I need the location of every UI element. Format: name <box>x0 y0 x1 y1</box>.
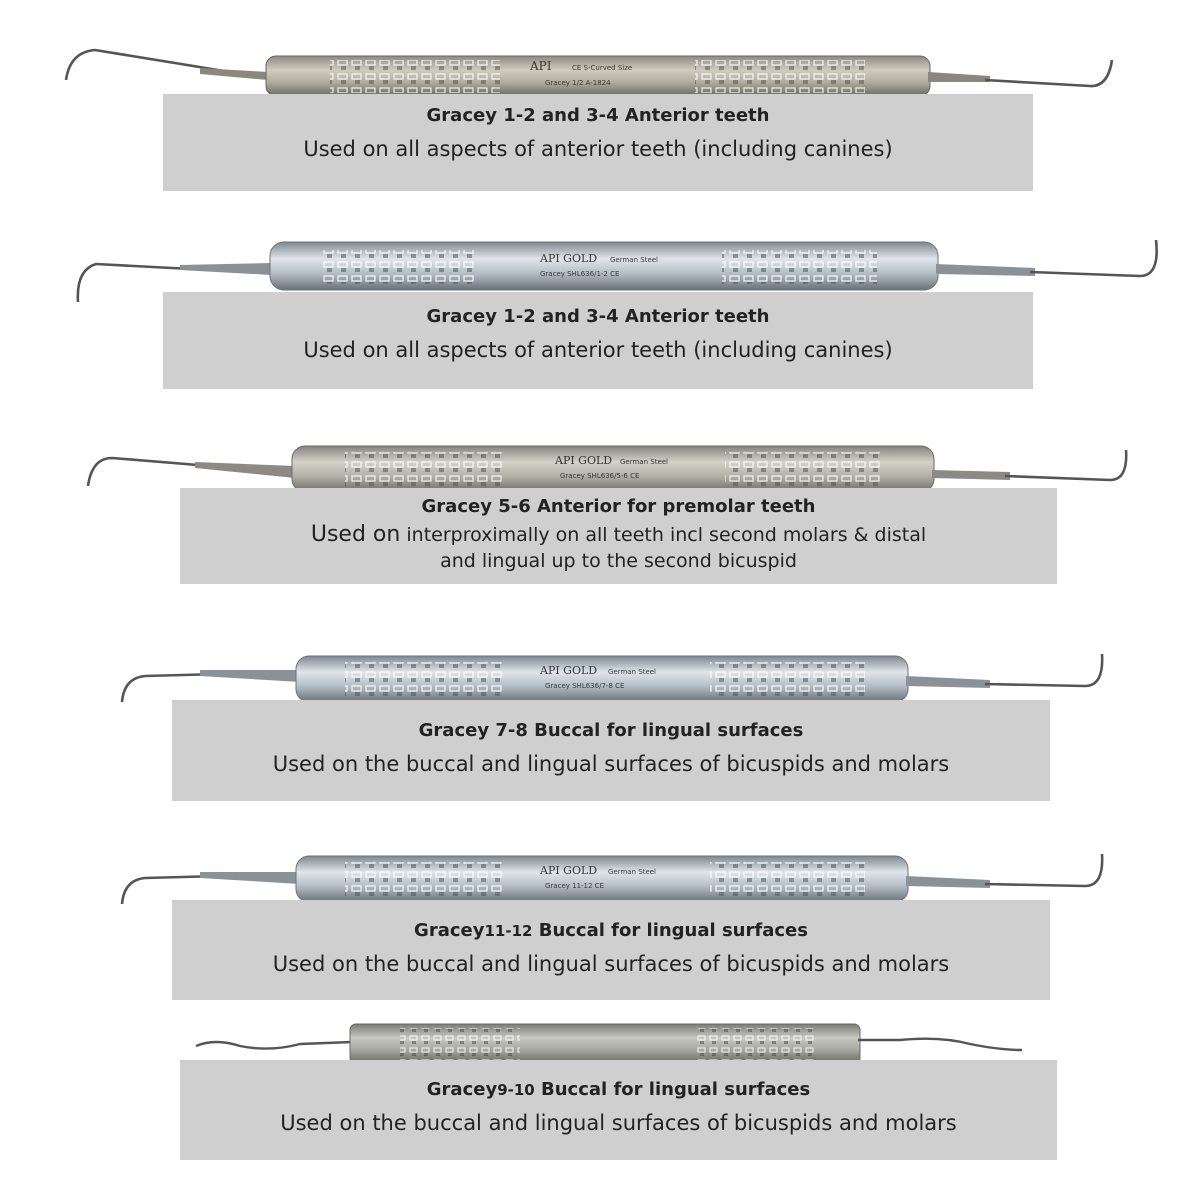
caption-5-title-a: Gracey <box>414 920 485 941</box>
caption-5-title-num: 11-12 <box>484 922 533 940</box>
caption-1-title: Gracey 1-2 and 3-4 Anterior teeth <box>426 105 770 126</box>
stamp-brand: API GOLD <box>539 252 597 265</box>
caption-5-title: Gracey11-12 Buccal for lingual surfaces <box>172 920 1050 942</box>
stamp-line2: Gracey SHL636/7-8 CE <box>545 682 624 690</box>
stamp-line1: German Steel <box>608 668 656 676</box>
gracey-curette-4-illustration: API GOLD German Steel Gracey SHL636/7-8 … <box>120 653 1104 703</box>
caption-4-desc: Used on the buccal and lingual surfaces … <box>272 752 950 776</box>
caption-3-title: Gracey 5-6 Anterior for premolar teeth <box>421 496 816 517</box>
caption-2-title: Gracey 1-2 and 3-4 Anterior teeth <box>426 306 770 327</box>
stamp-brand: API <box>529 59 552 73</box>
stamp-line1: CE S-Curved Size <box>572 64 632 72</box>
instrument-4-image: API GOLD German Steel Gracey SHL636/7-8 … <box>0 642 1200 732</box>
caption-1-desc: Used on all aspects of anterior teeth (i… <box>303 137 893 161</box>
stamp-brand: API GOLD <box>554 454 612 467</box>
stamp-line1: German Steel <box>620 458 668 466</box>
stamp-brand: API GOLD <box>539 864 597 877</box>
caption-1: Gracey 1-2 and 3-4 Anterior teeth Used o… <box>163 94 1033 191</box>
caption-5-desc: Used on the buccal and lingual surfaces … <box>272 952 950 976</box>
caption-4-title: Gracey 7-8 Buccal for lingual surfaces <box>418 720 804 741</box>
gracey-curette-2-illustration: API GOLD German Steel Gracey SHL636/1-2 … <box>76 239 1158 303</box>
instrument-2-image: API GOLD German Steel Gracey SHL636/1-2 … <box>0 232 1200 322</box>
gracey-curette-3-illustration: API GOLD German Steel Gracey SHL636/5-6 … <box>86 445 1128 493</box>
caption-3-desc-line1: interproximally on all teeth incl second… <box>400 524 927 546</box>
stamp-line2: Gracey SHL636/1-2 CE <box>540 270 619 278</box>
caption-3-desc-line2: and lingual up to the second bicuspid <box>440 550 797 572</box>
caption-6-title-a: Gracey <box>426 1079 498 1100</box>
gracey-curette-6-illustration <box>195 1023 1023 1065</box>
stamp-line2: Gracey 1/2 A-1824 <box>545 79 611 87</box>
caption-6: Gracey9-10 Buccal for lingual surfaces U… <box>180 1060 1057 1160</box>
instrument-6-image <box>0 1010 1200 1100</box>
stamp-line2: Gracey 11-12 CE <box>545 882 604 890</box>
caption-2: Gracey 1-2 and 3-4 Anterior teeth Used o… <box>163 292 1033 389</box>
caption-6-desc: Used on the buccal and lingual surfaces … <box>280 1111 957 1135</box>
caption-3-desc-lead: Used on <box>310 522 401 547</box>
caption-6-title-num: 9-10 <box>497 1081 535 1099</box>
stamp-brand: API GOLD <box>539 664 597 677</box>
caption-5-title-b: Buccal for lingual surfaces <box>532 920 808 941</box>
stamp-line2: Gracey SHL636/5-6 CE <box>560 472 639 480</box>
caption-3: Gracey 5-6 Anterior for premolar teeth U… <box>180 488 1057 584</box>
caption-6-title: Gracey9-10 Buccal for lingual surfaces <box>180 1079 1057 1101</box>
caption-4: Gracey 7-8 Buccal for lingual surfaces U… <box>172 700 1050 801</box>
caption-5: Gracey11-12 Buccal for lingual surfaces … <box>172 900 1050 1000</box>
caption-6-title-b: Buccal for lingual surfaces <box>534 1079 811 1100</box>
stamp-line1: German Steel <box>610 256 658 264</box>
stamp-line1: German Steel <box>608 868 656 876</box>
instrument-3-image: API GOLD German Steel Gracey SHL636/5-6 … <box>0 432 1200 522</box>
caption-3-desc: Used on interproximally on all teeth inc… <box>180 522 1057 574</box>
caption-2-desc: Used on all aspects of anterior teeth (i… <box>303 338 893 362</box>
